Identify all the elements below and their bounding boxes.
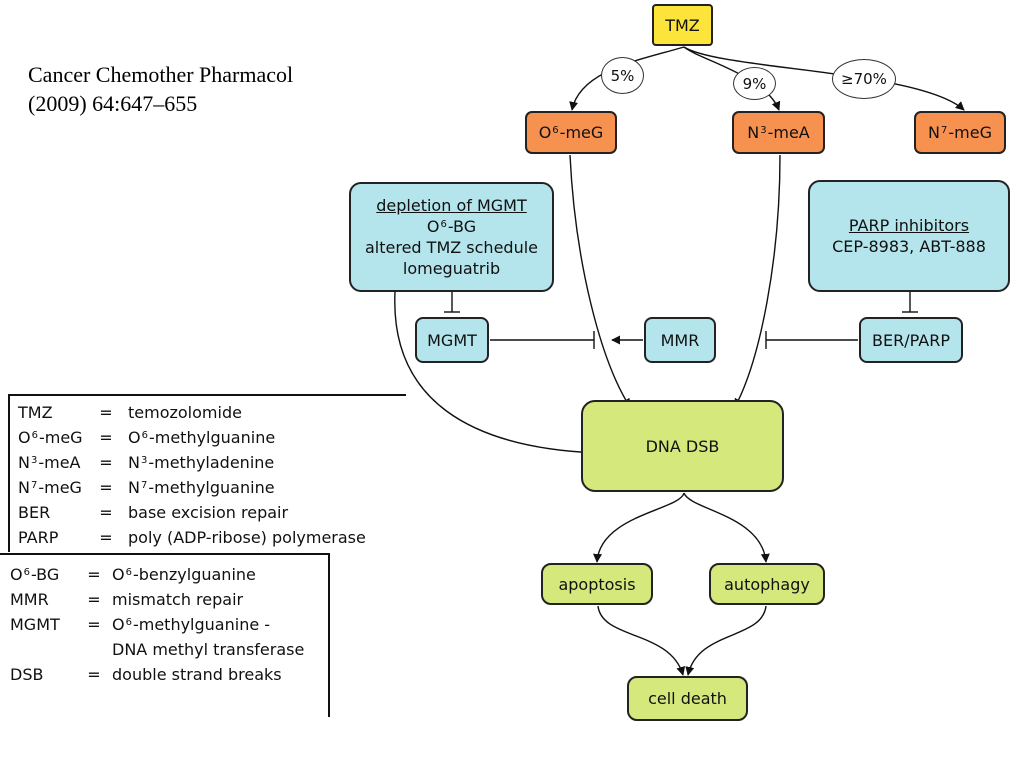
node-tmz-label: TMZ [665,15,700,35]
node-cell-death: cell death [627,676,748,721]
parp-inhibitors-title: PARP inhibitors [848,216,970,235]
node-mgmt: MGMT [415,317,489,363]
legend-definition: N7-methylguanine [128,478,275,497]
node-mmr-label: MMR [660,330,700,350]
legend-definition: poly (ADP-ribose) polymerase [128,528,366,547]
legend-equals: = [87,590,101,609]
legend-definition: double strand breaks [112,665,282,684]
legend-row: O6-meG = O6-methylguanine [18,425,368,450]
legend-definition: N3-methyladenine [128,453,275,472]
legend-row: O6-BG = O6-benzylguanine [10,562,306,587]
legend-equals: = [99,528,113,547]
citation-journal: Cancer Chemother Pharmacol [28,62,294,87]
legend-abbreviation: N3-meA [18,453,81,472]
legend-abbreviation: MMR [10,590,49,609]
node-cell-death-label: cell death [648,689,727,708]
node-n7meg-label: N7-meG [928,123,992,142]
legend-definition: mismatch repair [112,590,244,609]
legend-abbreviation: MGMT [10,615,60,634]
legend-row: DNA methyl transferase [10,637,306,662]
legend-abbreviation [10,637,76,662]
arrow-tmz-n3mea [683,46,781,111]
legend-equals: = [99,403,113,422]
legend-row: DSB = double strand breaks [10,662,306,687]
legend-abbreviation: TMZ [18,403,53,422]
legend-equals: = [99,503,113,522]
arrow-n3mea-dsb [734,154,781,408]
legend-abbreviation: DSB [10,665,44,684]
depletion-title: depletion of MGMT [376,196,527,215]
node-depletion-of-mgmt: depletion of MGMT O6-BG altered TMZ sche… [349,182,554,292]
arrow-dsb-apoptosis [593,492,685,563]
legend-equals: = [87,615,101,634]
percent-n3mea: 9% [733,67,776,100]
node-n7meg: N7-meG [914,111,1006,154]
arrow-tmz-n7meg [683,46,965,111]
node-o6meg: O6-meG [525,111,617,154]
legend-definition: O6-methylguanine [128,428,276,447]
node-dna-dsb: DNA DSB [581,400,784,492]
node-apoptosis: apoptosis [541,563,653,605]
legend-abbreviation: N7-meG [18,478,82,497]
node-ber-parp: BER/PARP [859,317,963,363]
node-autophagy: autophagy [709,563,825,605]
node-n3mea-label: N3-meA [747,123,810,142]
parp-inhibitors-drugs: CEP-8983, ABT-888 [832,237,986,256]
legend-row: BER = base excision repair [18,500,368,525]
legend-equals: = [99,453,113,472]
percent-n7meg: ≥70% [832,59,896,99]
legend-equals: = [87,565,101,584]
citation-volume: (2009) 64:647–655 [28,91,198,116]
legend-abbreviation: PARP [18,528,59,547]
node-dna-dsb-label: DNA DSB [645,436,720,456]
node-parp-inhibitors: PARP inhibitors CEP-8983, ABT-888 [808,180,1010,292]
node-ber-parp-label: BER/PARP [872,330,950,350]
legend-row: MGMT = O6-methylguanine - [10,612,306,637]
legend-row: N3-meA = N3-methyladenine [18,450,368,475]
node-tmz: TMZ [652,4,713,46]
legend-row: N7-meG = N7-methylguanine [18,475,368,500]
legend-row: TMZ = temozolomide [18,400,368,425]
depletion-lomeguatrib: lomeguatrib [402,259,501,278]
legend-abbreviation: BER [18,503,51,522]
citation: Cancer Chemother Pharmacol (2009) 64:647… [28,60,293,118]
node-autophagy-label: autophagy [724,574,810,594]
legend-equals: = [99,478,113,497]
percent-o6meg: 5% [601,57,644,94]
depletion-o6bg: O6-BG [426,217,477,236]
arrow-depletion-dsb [394,291,599,458]
depletion-schedule: altered TMZ schedule [364,238,538,257]
legend-definition: base excision repair [128,503,289,522]
node-mgmt-label: MGMT [427,330,477,350]
legend-row: MMR = mismatch repair [10,587,306,612]
arrow-autophagy-celldeath [685,605,767,676]
arrow-o6meg-dsb [569,154,631,408]
node-n3mea: N3-meA [732,111,825,154]
legend-row: PARP = poly (ADP-ribose) polymerase [18,525,368,550]
legend-equals [76,637,112,662]
node-o6meg-label: O6-meG [538,123,604,142]
legend-equals: = [87,665,101,684]
legend-equals: = [99,428,113,447]
legend-definition: O6-benzylguanine [112,565,256,584]
node-mmr: MMR [644,317,716,363]
legend-definition: DNA methyl transferase [112,640,305,659]
legend-abbreviation: O6-BG [10,565,60,584]
node-apoptosis-label: apoptosis [558,574,636,594]
legend-abbreviation: O6-meG [18,428,83,447]
arrow-dsb-autophagy [683,492,770,563]
legend-definition: O6-methylguanine - [112,615,271,634]
arrow-apoptosis-celldeath [597,605,686,676]
legend-definition: temozolomide [128,403,242,422]
